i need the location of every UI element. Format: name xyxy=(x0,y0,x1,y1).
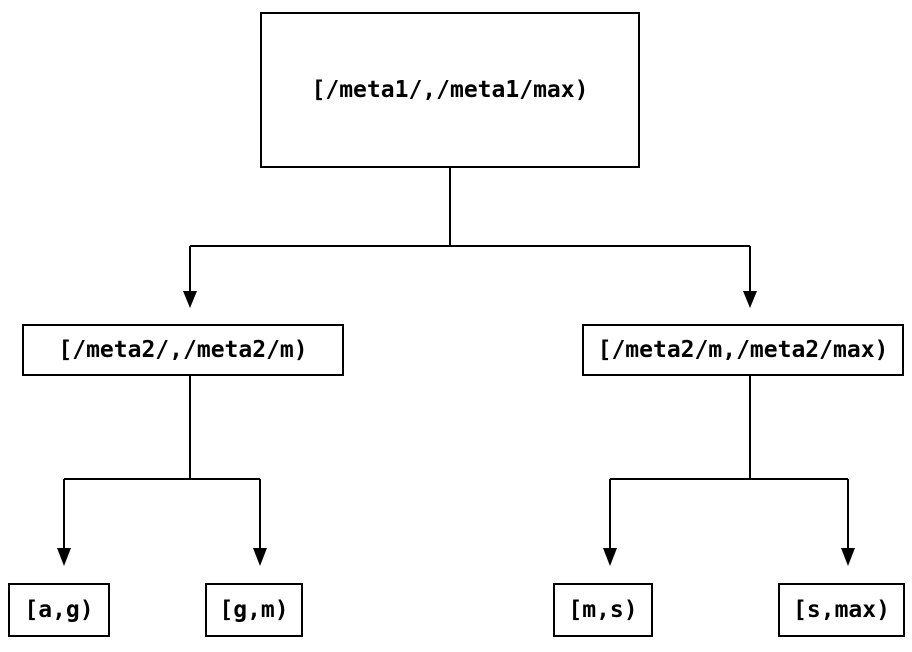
edge-left-branch xyxy=(63,376,261,549)
node-level1-left: [/meta2/,/meta2/m) xyxy=(22,324,344,376)
arrowhead-to-leaf-smax xyxy=(841,548,855,566)
arrowhead-to-leaf-ag xyxy=(57,548,71,566)
node-leaf-g-m: [g,m) xyxy=(205,583,303,637)
node-leaf-s-max: [s,max) xyxy=(778,583,905,637)
node-level1-right: [/meta2/m,/meta2/max) xyxy=(582,324,904,376)
node-leaf-m-s: [m,s) xyxy=(553,583,653,637)
node-leaf-a-g: [a,g) xyxy=(8,583,110,637)
arrowhead-to-level1-right xyxy=(743,291,757,308)
node-root: [/meta1/,/meta1/max) xyxy=(260,12,640,168)
arrowhead-to-leaf-ms xyxy=(603,548,617,566)
edge-right-branch xyxy=(609,376,849,549)
edge-root-branch xyxy=(189,168,751,292)
arrowhead-to-leaf-gm xyxy=(253,548,267,566)
arrowhead-to-level1-left xyxy=(183,291,197,308)
